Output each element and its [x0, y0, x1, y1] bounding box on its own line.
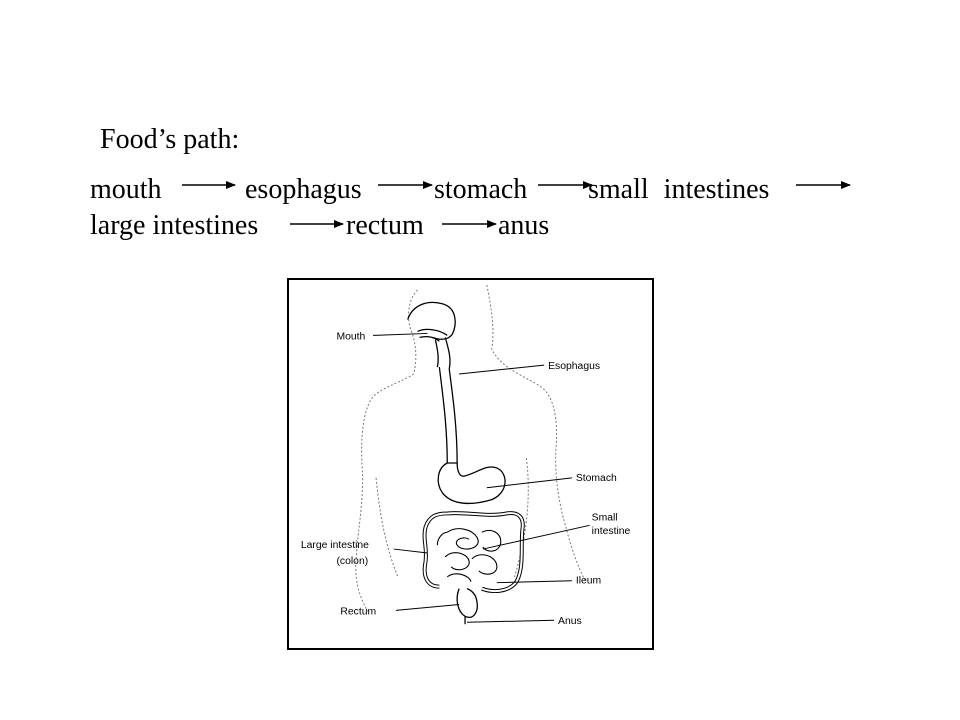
label-anus: Anus [558, 616, 582, 627]
path-step-mouth: mouth [90, 174, 162, 205]
path-step-large-intestines: large intestines [90, 210, 259, 241]
label-mouth: Mouth [336, 331, 365, 342]
label-stomach: Stomach [576, 473, 617, 484]
small-intestine-icon [436, 528, 502, 582]
label-large-intestine-line2: (colon) [336, 556, 368, 567]
rectum-icon [456, 588, 478, 625]
large-intestine-icon [422, 511, 525, 594]
path-step-esophagus: esophagus [245, 174, 362, 205]
path-step-small-intestines: small intestines [588, 174, 770, 205]
esophagus-icon [438, 366, 458, 464]
digestive-system-diagram: Mouth Esophagus Stomach Small intestine … [287, 278, 654, 650]
label-small-intestine-line2: intestine [592, 526, 631, 537]
label-large-intestine-line1: Large intestine [301, 540, 369, 551]
head-icon [407, 301, 456, 370]
label-rectum: Rectum [340, 606, 376, 617]
label-ileum: Ileum [576, 576, 601, 587]
digestive-system-illustration: Mouth Esophagus Stomach Small intestine … [301, 284, 631, 627]
body-outline-icon [355, 284, 587, 612]
page-title: Food’s path: [100, 124, 240, 155]
path-step-stomach: stomach [434, 174, 528, 205]
label-small-intestine-line1: Small [592, 512, 618, 523]
stomach-icon [437, 462, 506, 505]
path-step-anus: anus [498, 210, 550, 241]
leader-lines [373, 332, 590, 623]
path-step-rectum: rectum [346, 210, 424, 241]
label-esophagus: Esophagus [548, 361, 600, 372]
